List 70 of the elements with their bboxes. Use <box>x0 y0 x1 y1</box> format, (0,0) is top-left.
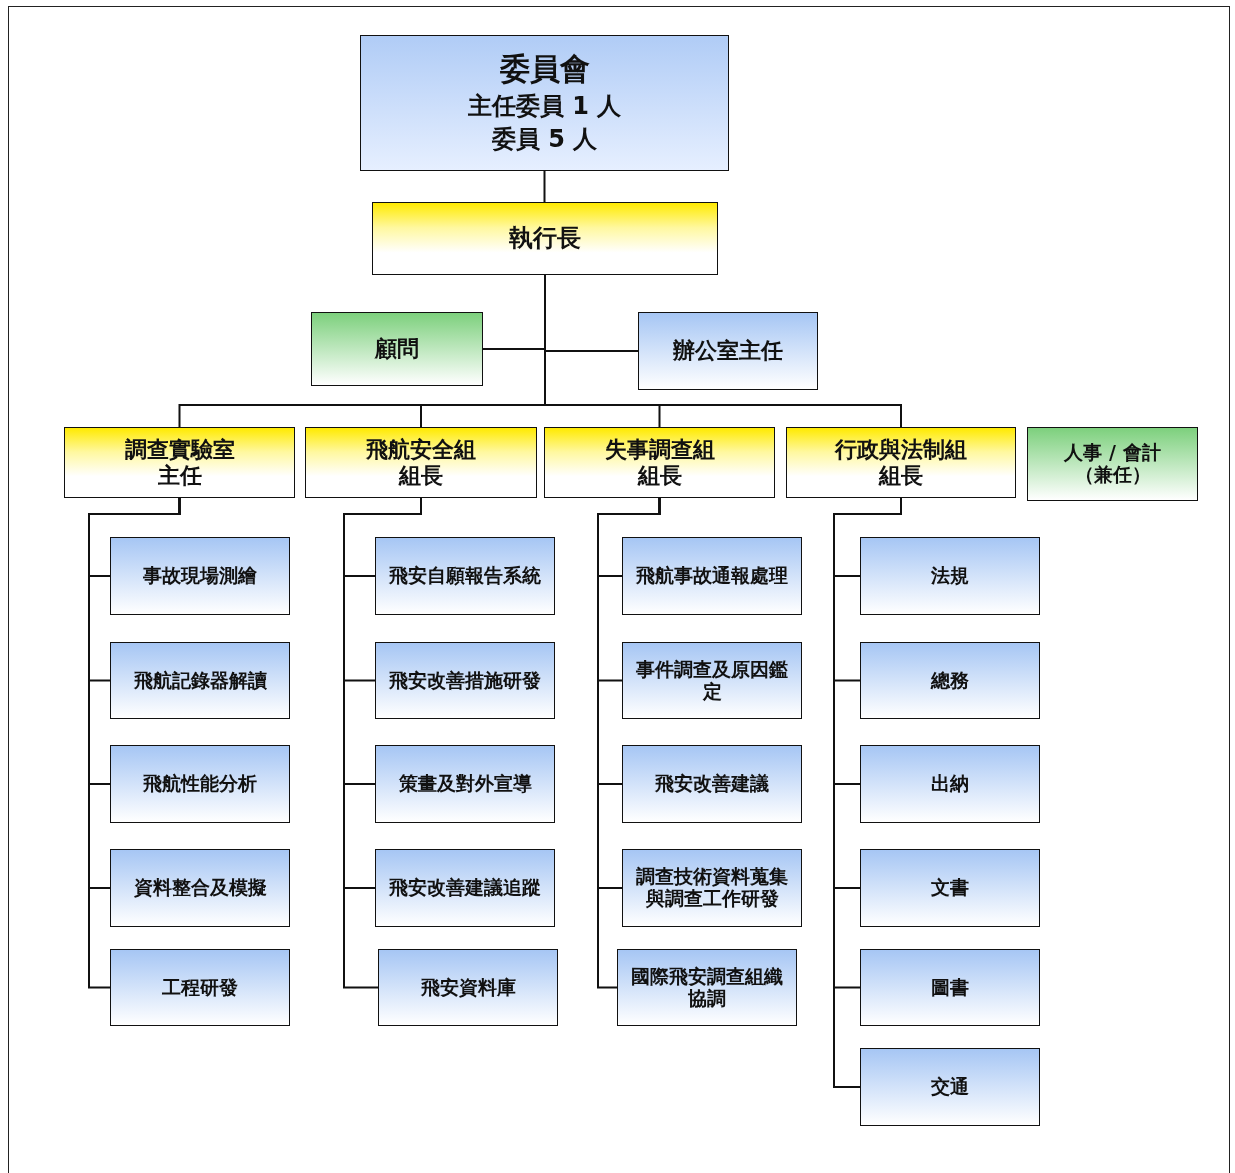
unit-box <box>860 642 1040 719</box>
box-label: 國際飛安調查組織協調 <box>630 965 784 1010</box>
member-count: 主任委員 1 人 <box>467 92 622 121</box>
unit-box <box>860 1048 1040 1126</box>
box-label: 行政與法制組 <box>835 437 967 463</box>
office-box <box>638 312 818 390</box>
member-count: 委員 5 人 <box>491 126 598 154</box>
advisor-box <box>311 312 483 386</box>
box-label: 飛航性能分析 <box>142 773 258 795</box>
box-label: 事故現場測繪 <box>142 565 258 587</box>
box-label: 飛航記錄器解讀 <box>132 669 268 692</box>
unit-box <box>375 642 555 719</box>
box-label: 策畫及對外宣導 <box>397 773 533 795</box>
unit-box <box>622 537 802 615</box>
unit-box <box>617 949 797 1026</box>
unit-box <box>378 949 558 1026</box>
unit-box <box>110 537 290 615</box>
division-box <box>544 427 775 498</box>
box-label: 出納 <box>930 773 970 795</box>
box-label: 圖書 <box>930 976 970 999</box>
box-label: 顧問 <box>375 336 419 362</box>
role-label: 組長 <box>399 462 443 488</box>
role-label: 主任 <box>157 462 202 488</box>
box-label: 執行長 <box>509 224 581 253</box>
committee-title: 委員會 <box>499 52 590 87</box>
connector-line <box>543 170 546 203</box>
box-label: 調查實驗室 <box>124 437 235 463</box>
division-box <box>64 427 295 498</box>
box-label: 辦公室主任 <box>673 338 783 364</box>
unit-box <box>375 745 555 823</box>
box-label: 飛安自願報告系統 <box>388 565 542 587</box>
box-label: 飛安資料庫 <box>419 976 517 999</box>
box-label: 總務 <box>929 669 970 692</box>
box-label: 文書 <box>930 877 970 899</box>
role-label: （兼任） <box>1074 464 1151 486</box>
division-box <box>786 427 1016 498</box>
box-label: 資料整合及模擬 <box>132 877 268 899</box>
role-label: 組長 <box>879 462 923 488</box>
box-label: 調查技術資料蒐集與調查工作研發 <box>635 866 789 910</box>
staff-box <box>1027 427 1198 501</box>
connector-line <box>88 497 181 989</box>
director-box <box>372 202 718 275</box>
box-label: 失事調查組 <box>604 437 715 463</box>
box-label: 飛安改善建議追蹤 <box>388 877 542 899</box>
box-label: 飛安改善建議 <box>654 773 770 795</box>
unit-box <box>375 537 555 615</box>
committee-box <box>360 35 729 171</box>
unit-box <box>622 642 802 719</box>
unit-box <box>110 745 290 823</box>
box-label: 工程研發 <box>161 976 239 999</box>
division-box <box>305 427 537 498</box>
box-label: 交通 <box>930 1076 970 1098</box>
connector-line <box>597 497 661 989</box>
unit-box <box>622 849 802 927</box>
box-label: 飛安改善措施研發 <box>388 669 542 692</box>
unit-box <box>860 745 1040 823</box>
box-label: 人事 / 會計 <box>1064 442 1161 464</box>
box-label: 飛航事故通報處理 <box>635 565 789 587</box>
unit-box <box>110 949 290 1026</box>
unit-box <box>860 849 1040 927</box>
unit-box <box>375 849 555 927</box>
role-label: 組長 <box>637 462 682 488</box>
box-label: 事件調查及原因鑑定 <box>635 658 789 703</box>
unit-box <box>110 642 290 719</box>
unit-box <box>860 537 1040 615</box>
unit-box <box>622 745 802 823</box>
unit-box <box>110 849 290 927</box>
box-label: 飛航安全組 <box>366 437 476 463</box>
box-label: 法規 <box>930 565 970 587</box>
unit-box <box>860 949 1040 1026</box>
